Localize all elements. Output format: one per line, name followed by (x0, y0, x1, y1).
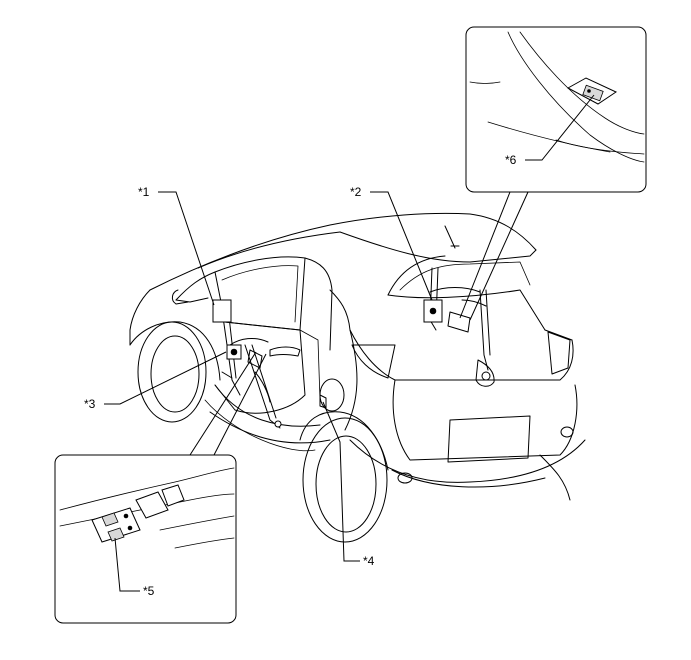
callout-4: *4 (363, 554, 375, 568)
leader-lines (104, 94, 595, 592)
inset-bottom-left (54, 454, 237, 624)
front-window-regulator (212, 299, 282, 429)
rear-window-regulator (423, 267, 495, 387)
callout-6: *6 (505, 153, 517, 167)
car-body (129, 212, 586, 543)
callout-1: *1 (138, 185, 150, 199)
callout-2: *2 (350, 185, 362, 199)
inset-top-right (465, 26, 647, 193)
callout-5: *5 (143, 584, 155, 598)
callout-3: *3 (84, 397, 96, 411)
